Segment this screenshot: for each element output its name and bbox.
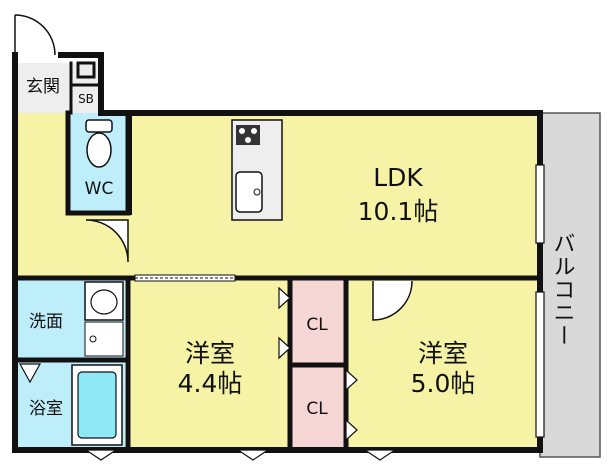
western-room-a-area <box>130 278 288 450</box>
bath-door-icon <box>18 363 42 384</box>
label-yoshitsu-a-size: 4.4帖 <box>178 369 243 398</box>
label-ldk-size: 10.1帖 <box>358 197 439 226</box>
shoe-box-area <box>71 63 101 113</box>
label-genkan: 玄関 <box>26 77 60 97</box>
bottom-window-markers <box>84 449 397 461</box>
balcony-area <box>539 112 601 458</box>
wc-door-swing <box>85 219 129 263</box>
balcony-windows <box>535 164 545 438</box>
closet-door-markers <box>278 286 358 442</box>
label-ldk-name: LDK <box>373 163 423 192</box>
wash-basin-icon <box>84 281 124 357</box>
ldk-area <box>130 113 540 278</box>
label-closet-bottom: CL <box>306 399 328 419</box>
label-wc: WC <box>85 179 114 199</box>
label-closet-top: CL <box>306 315 328 335</box>
label-senmen: 洗面 <box>29 312 63 332</box>
entrance-area <box>15 63 71 113</box>
sink-icon <box>235 171 263 213</box>
room-b-door-swing <box>372 280 413 321</box>
closet-top-area <box>290 280 344 365</box>
toilet-icon <box>85 119 113 168</box>
balcony-label: バルコニー <box>550 232 575 347</box>
label-yoshitsu-b-name: 洋室 <box>418 339 468 368</box>
label-yoshitsu-a-name: 洋室 <box>185 339 235 368</box>
label-yoshitsu-b-size: 5.0帖 <box>411 369 476 398</box>
label-yokushitsu: 浴室 <box>29 399 63 419</box>
closet-bottom-area <box>290 365 344 450</box>
label-sb: SB <box>78 92 94 106</box>
bathtub-icon <box>71 364 123 446</box>
front-door-swing <box>14 14 56 56</box>
